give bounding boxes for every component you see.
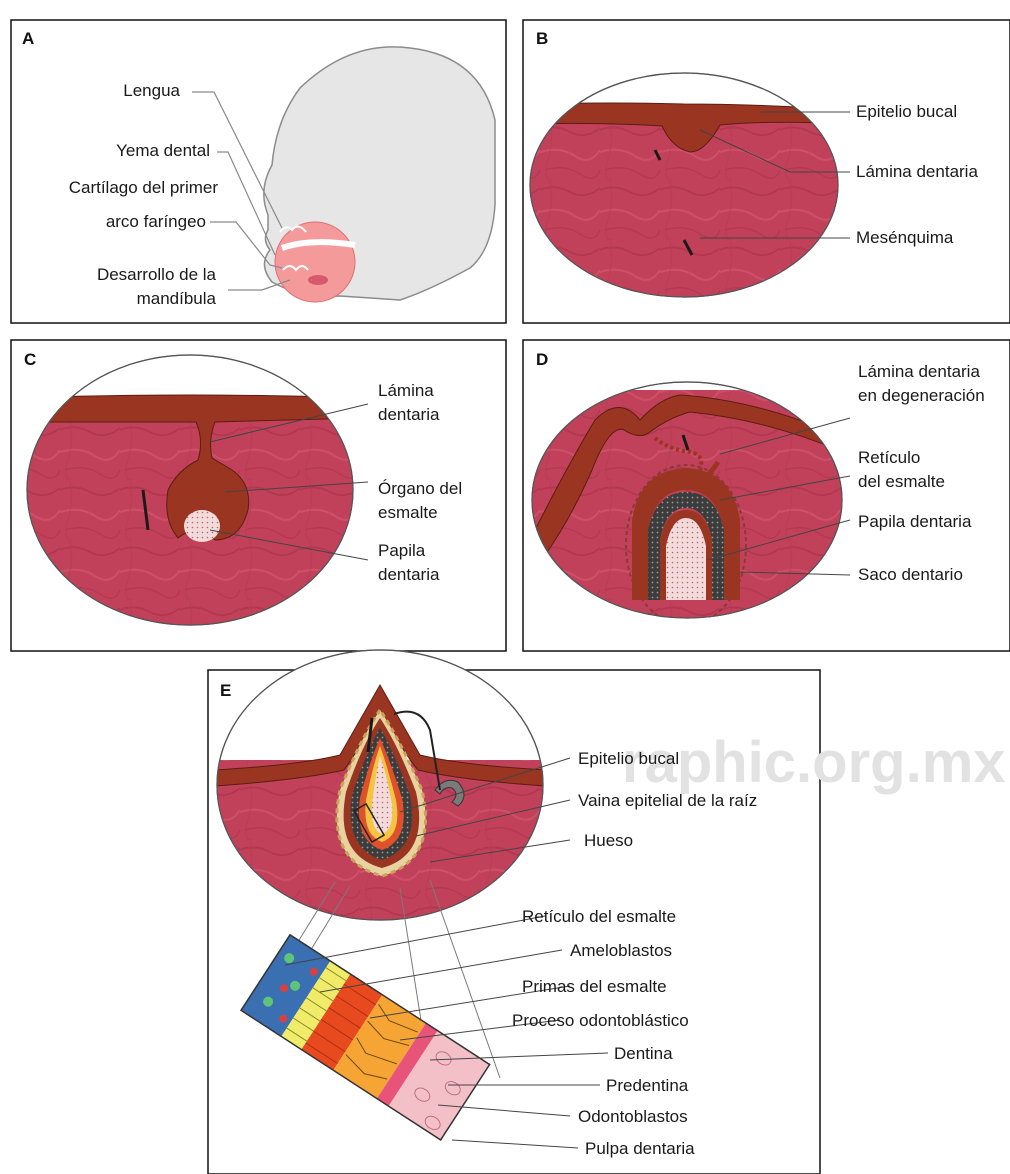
label-predentina: Predentina [606, 1076, 689, 1095]
label-lamina-c-1: Lámina [378, 381, 434, 400]
label-saco-dentario: Saco dentario [858, 565, 963, 584]
label-mandibula-2: mandíbula [137, 289, 217, 308]
label-reticulo-d-2: del esmalte [858, 472, 945, 491]
label-cartilago-1: Cartílago del primer [69, 178, 219, 197]
panel-c-papilla [184, 510, 220, 542]
label-reticulo-e: Retículo del esmalte [522, 907, 676, 926]
label-proceso: Proceso odontoblástico [512, 1011, 689, 1030]
panel-d-letter: D [536, 350, 548, 369]
panel-e-letter: E [220, 681, 231, 700]
label-papila-d: Papila dentaria [858, 512, 972, 531]
watermark: raphic.org.mx [622, 730, 1006, 795]
developing-jaw [275, 222, 355, 302]
panel-a-letter: A [22, 29, 34, 48]
label-vaina-epitelial: Vaina epitelial de la raíz [578, 791, 757, 810]
label-lengua: Lengua [123, 81, 180, 100]
label-dentina: Dentina [614, 1044, 673, 1063]
label-lamina-degen-1: Lámina dentaria [858, 362, 980, 381]
label-mesenquima: Mesénquima [856, 228, 954, 247]
label-mandibula-1: Desarrollo de la [97, 265, 217, 284]
label-pulpa: Pulpa dentaria [585, 1139, 695, 1158]
panel-c-letter: C [24, 350, 36, 369]
panel-d-papilla [666, 518, 706, 600]
label-cartilago-2: arco faríngeo [106, 212, 206, 231]
label-epitelio-bucal-e: Epitelio bucal [578, 749, 679, 768]
label-primas: Primas del esmalte [522, 977, 667, 996]
label-organo-2: esmalte [378, 503, 438, 522]
label-ameloblastos: Ameloblastos [570, 941, 672, 960]
label-organo-1: Órgano del [378, 479, 462, 498]
label-hueso: Hueso [584, 831, 633, 850]
label-epitelio-bucal-b: Epitelio bucal [856, 102, 957, 121]
label-lamina-dentaria-b: Lámina dentaria [856, 162, 978, 181]
label-papila-c-1: Papila [378, 541, 426, 560]
label-reticulo-d-1: Retículo [858, 448, 920, 467]
label-lamina-degen-2: en degeneración [858, 386, 985, 405]
label-yema-dental: Yema dental [116, 141, 210, 160]
label-papila-c-2: dentaria [378, 565, 440, 584]
label-odontoblastos: Odontoblastos [578, 1107, 688, 1126]
panel-b-letter: B [536, 29, 548, 48]
label-lamina-c-2: dentaria [378, 405, 440, 424]
